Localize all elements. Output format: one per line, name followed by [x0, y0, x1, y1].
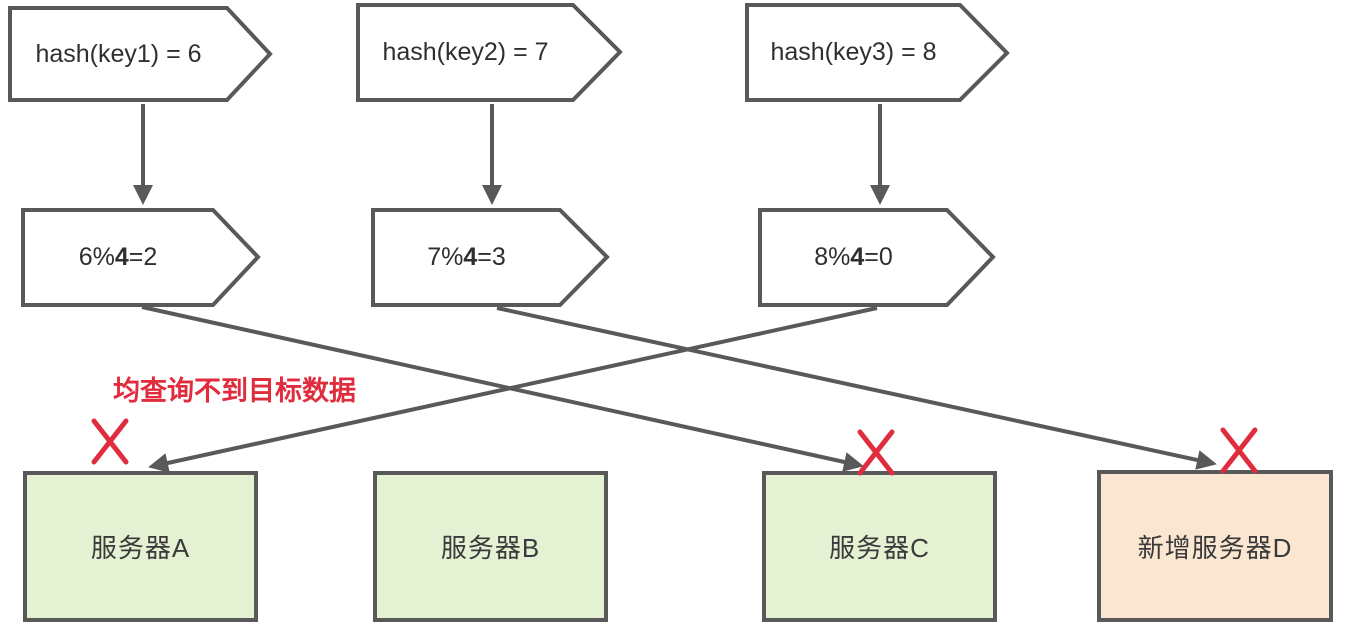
server-label-b: 服务器B — [440, 533, 541, 563]
hash-label-key2: hash(key2) = 7 — [382, 38, 549, 66]
server-label-d: 新增服务器D — [1137, 532, 1293, 563]
mod-label-key1-right: =2 — [128, 243, 158, 271]
hash-label-key1: hash(key1) = 6 — [35, 39, 202, 68]
mod-label-key2-left: 7% — [427, 243, 464, 271]
server-box-b: 服务器B — [373, 471, 608, 622]
mapping-line-mod3-to-server-d — [496, 306, 1217, 470]
error-x-icon-server-a — [91, 418, 129, 465]
mod-label-key3-divisor: 4 — [850, 243, 865, 271]
mod-label-key2-right: =3 — [477, 243, 506, 271]
server-box-d-new: 新增服务器D — [1097, 470, 1333, 622]
hash-label-key3: hash(key3) = 8 — [770, 38, 937, 66]
mod-label-key1-left: 6% — [78, 243, 115, 271]
error-x-icon-server-d — [1220, 427, 1258, 474]
server-label-a: 服务器A — [90, 533, 191, 563]
mod-label-key3: 8%4=0 — [760, 210, 947, 305]
error-x-icon-server-c — [857, 429, 895, 476]
mod-label-key2-divisor: 4 — [463, 243, 478, 271]
server-box-c: 服务器C — [762, 471, 997, 622]
server-box-a: 服务器A — [23, 471, 258, 622]
server-label-c: 服务器C — [829, 533, 930, 563]
annotation-query-fail: 均查询不到目标数据 — [113, 376, 356, 406]
mod-label-key2: 7%4=3 — [373, 210, 560, 305]
mod-label-key1-divisor: 4 — [114, 243, 129, 271]
mod-label-key1: 6%4=2 — [23, 210, 213, 305]
mod-label-key3-left: 8% — [814, 243, 851, 271]
mod-label-key3-right: =0 — [864, 243, 893, 271]
